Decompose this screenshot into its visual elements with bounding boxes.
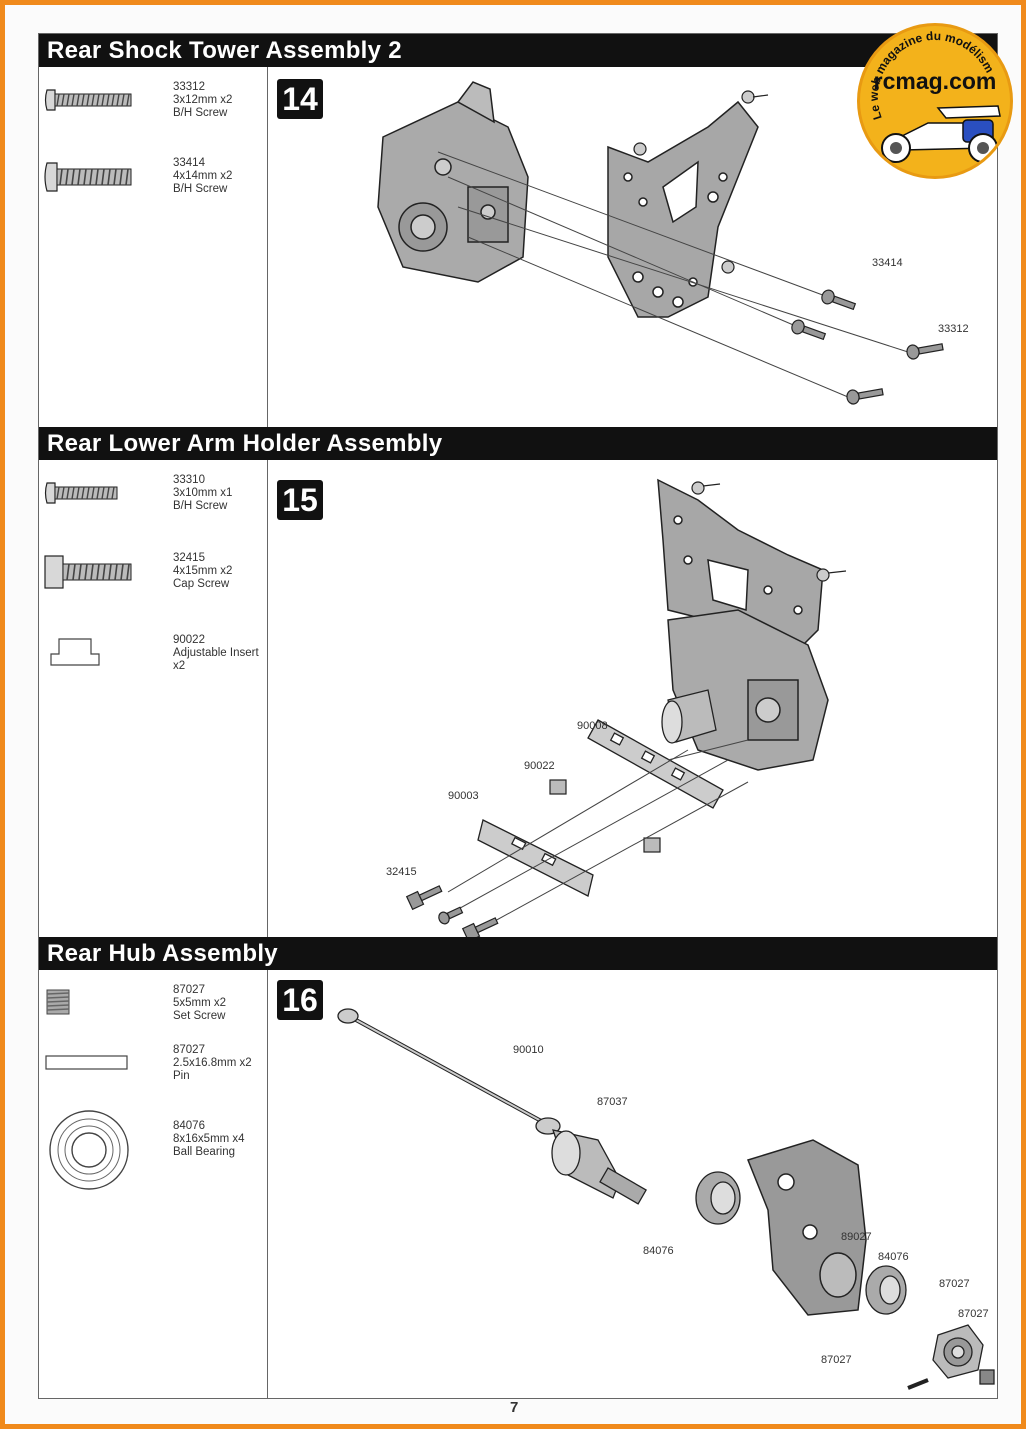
part-description: 33312 3x12mm x2 B/H Screw: [173, 81, 232, 120]
part-description: 87027 2.5x16.8mm x2 Pin: [173, 1044, 252, 1083]
part-size: Adjustable Insert: [173, 647, 259, 659]
button-head-screw-icon: [44, 482, 118, 504]
rear-hub-carrier: [747, 1139, 867, 1316]
section-header: Rear Lower Arm Holder Assembly: [39, 427, 997, 460]
part-number: 87027: [173, 1044, 205, 1056]
part-name: B/H Screw: [173, 183, 228, 195]
part-description: 33414 4x14mm x2 B/H Screw: [173, 157, 232, 196]
logo-tagline-arc: Le web magazine du modélisme: [860, 26, 997, 122]
part-description: 87027 5x5mm x2 Set Screw: [173, 984, 226, 1023]
part-size: 3x12mm x2: [173, 94, 233, 106]
part-size: 8x16x5mm x4: [173, 1133, 245, 1145]
section-header: Rear Hub Assembly: [39, 937, 997, 970]
button-head-screw-icon: [44, 162, 132, 192]
part-description: 33310 3x10mm x1 B/H Screw: [173, 474, 232, 513]
callout-label: 89027: [841, 1231, 872, 1243]
parts-list: 87027 5x5mm x2 Set Screw 87027 2.5x16.8m…: [39, 970, 268, 1398]
callout-label: 84076: [878, 1251, 909, 1263]
axle-cup: [551, 1129, 647, 1205]
drive-shaft: [337, 1008, 561, 1135]
section-rear-hub: Rear Hub Assembly 87027 5x5mm x2 Set Sc: [39, 937, 997, 1398]
callout-label: 33414: [872, 257, 903, 269]
part-size: 4x14mm x2: [173, 170, 233, 182]
arm-holder-exploded-view: [405, 478, 847, 937]
section-title: Rear Shock Tower Assembly 2: [47, 37, 402, 64]
part-description: 84076 8x16x5mm x4 Ball Bearing: [173, 1120, 245, 1159]
callout-label: 32415: [386, 866, 417, 878]
part-name: x2: [173, 660, 186, 672]
part-name: B/H Screw: [173, 500, 228, 512]
gearbox-housing: [377, 81, 529, 283]
part-name: B/H Screw: [173, 107, 228, 119]
adjustable-insert-icon: [50, 638, 100, 666]
arm-holder-90003: [477, 819, 594, 897]
part-name: Cap Screw: [173, 578, 230, 590]
part-size: 3x10mm x1: [173, 487, 233, 499]
page-frame: Rear Shock Tower Assembly 2: [38, 33, 998, 1399]
section-header: Rear Shock Tower Assembly 2: [39, 34, 997, 67]
section-title: Rear Lower Arm Holder Assembly: [47, 430, 443, 457]
assembly-diagram: 15: [268, 460, 997, 958]
callout-label: 87037: [597, 1096, 628, 1108]
part-description: 32415 4x15mm x2 Cap Screw: [173, 552, 232, 591]
callout-label: 90008: [577, 720, 608, 732]
part-name: Pin: [173, 1070, 190, 1082]
part-number: 33310: [173, 474, 205, 486]
callout-label: 87027: [821, 1354, 852, 1366]
parts-list: 33312 3x12mm x2 B/H Screw: [39, 67, 268, 427]
part-name: Ball Bearing: [173, 1146, 236, 1158]
pin-icon: [45, 1055, 128, 1070]
part-number: 33312: [173, 81, 205, 93]
part-size: 2.5x16.8mm x2: [173, 1057, 252, 1069]
section-title: Rear Hub Assembly: [47, 940, 278, 967]
section-rear-shock-tower: Rear Shock Tower Assembly 2: [39, 34, 997, 428]
rc-car-icon: [881, 105, 1001, 163]
part-size: 4x15mm x2: [173, 565, 233, 577]
part-number: 32415: [173, 552, 205, 564]
part-size: 5x5mm x2: [173, 997, 227, 1009]
assembly-diagram: 16: [268, 970, 997, 1398]
ball-bearing-icon: [49, 1110, 129, 1190]
shock-tower-exploded-view: [377, 81, 944, 405]
callout-label: 90003: [448, 790, 479, 802]
rear-hub-exploded-view: [337, 1008, 995, 1390]
part-number: 90022: [173, 634, 205, 646]
assembly-diagram: 14: [268, 67, 997, 427]
arm-holder-90008: [587, 719, 724, 809]
part-name: Set Screw: [173, 1010, 226, 1022]
section-rear-lower-arm-holder: Rear Lower Arm Holder Assembly: [39, 427, 997, 958]
part-description: 90022 Adjustable Insert x2: [173, 634, 259, 673]
parts-list: 33310 3x10mm x1 B/H Screw: [39, 460, 268, 937]
callout-label: 87027: [939, 1278, 970, 1290]
shock-tower-plate: [607, 100, 759, 318]
logo-wordmark: rcmag.com: [873, 68, 997, 94]
callout-label: 87027: [958, 1308, 989, 1320]
part-number: 84076: [173, 1120, 205, 1132]
step-number: 15: [277, 480, 323, 520]
button-head-screw-icon: [44, 89, 132, 111]
page-number: 7: [510, 1399, 519, 1416]
step-number: 14: [277, 79, 323, 119]
callout-label: 90010: [513, 1044, 544, 1056]
step-number: 16: [277, 980, 323, 1020]
set-screw-icon: [46, 989, 70, 1015]
callout-label: 90022: [524, 760, 555, 772]
cap-screw-icon: [44, 555, 132, 589]
part-number: 87027: [173, 984, 205, 996]
callout-label: 84076: [643, 1245, 674, 1257]
rcmag-logo: Le web magazine du modélisme rcmag.com: [857, 23, 1013, 179]
callout-label: 33312: [938, 323, 969, 335]
part-number: 33414: [173, 157, 205, 169]
